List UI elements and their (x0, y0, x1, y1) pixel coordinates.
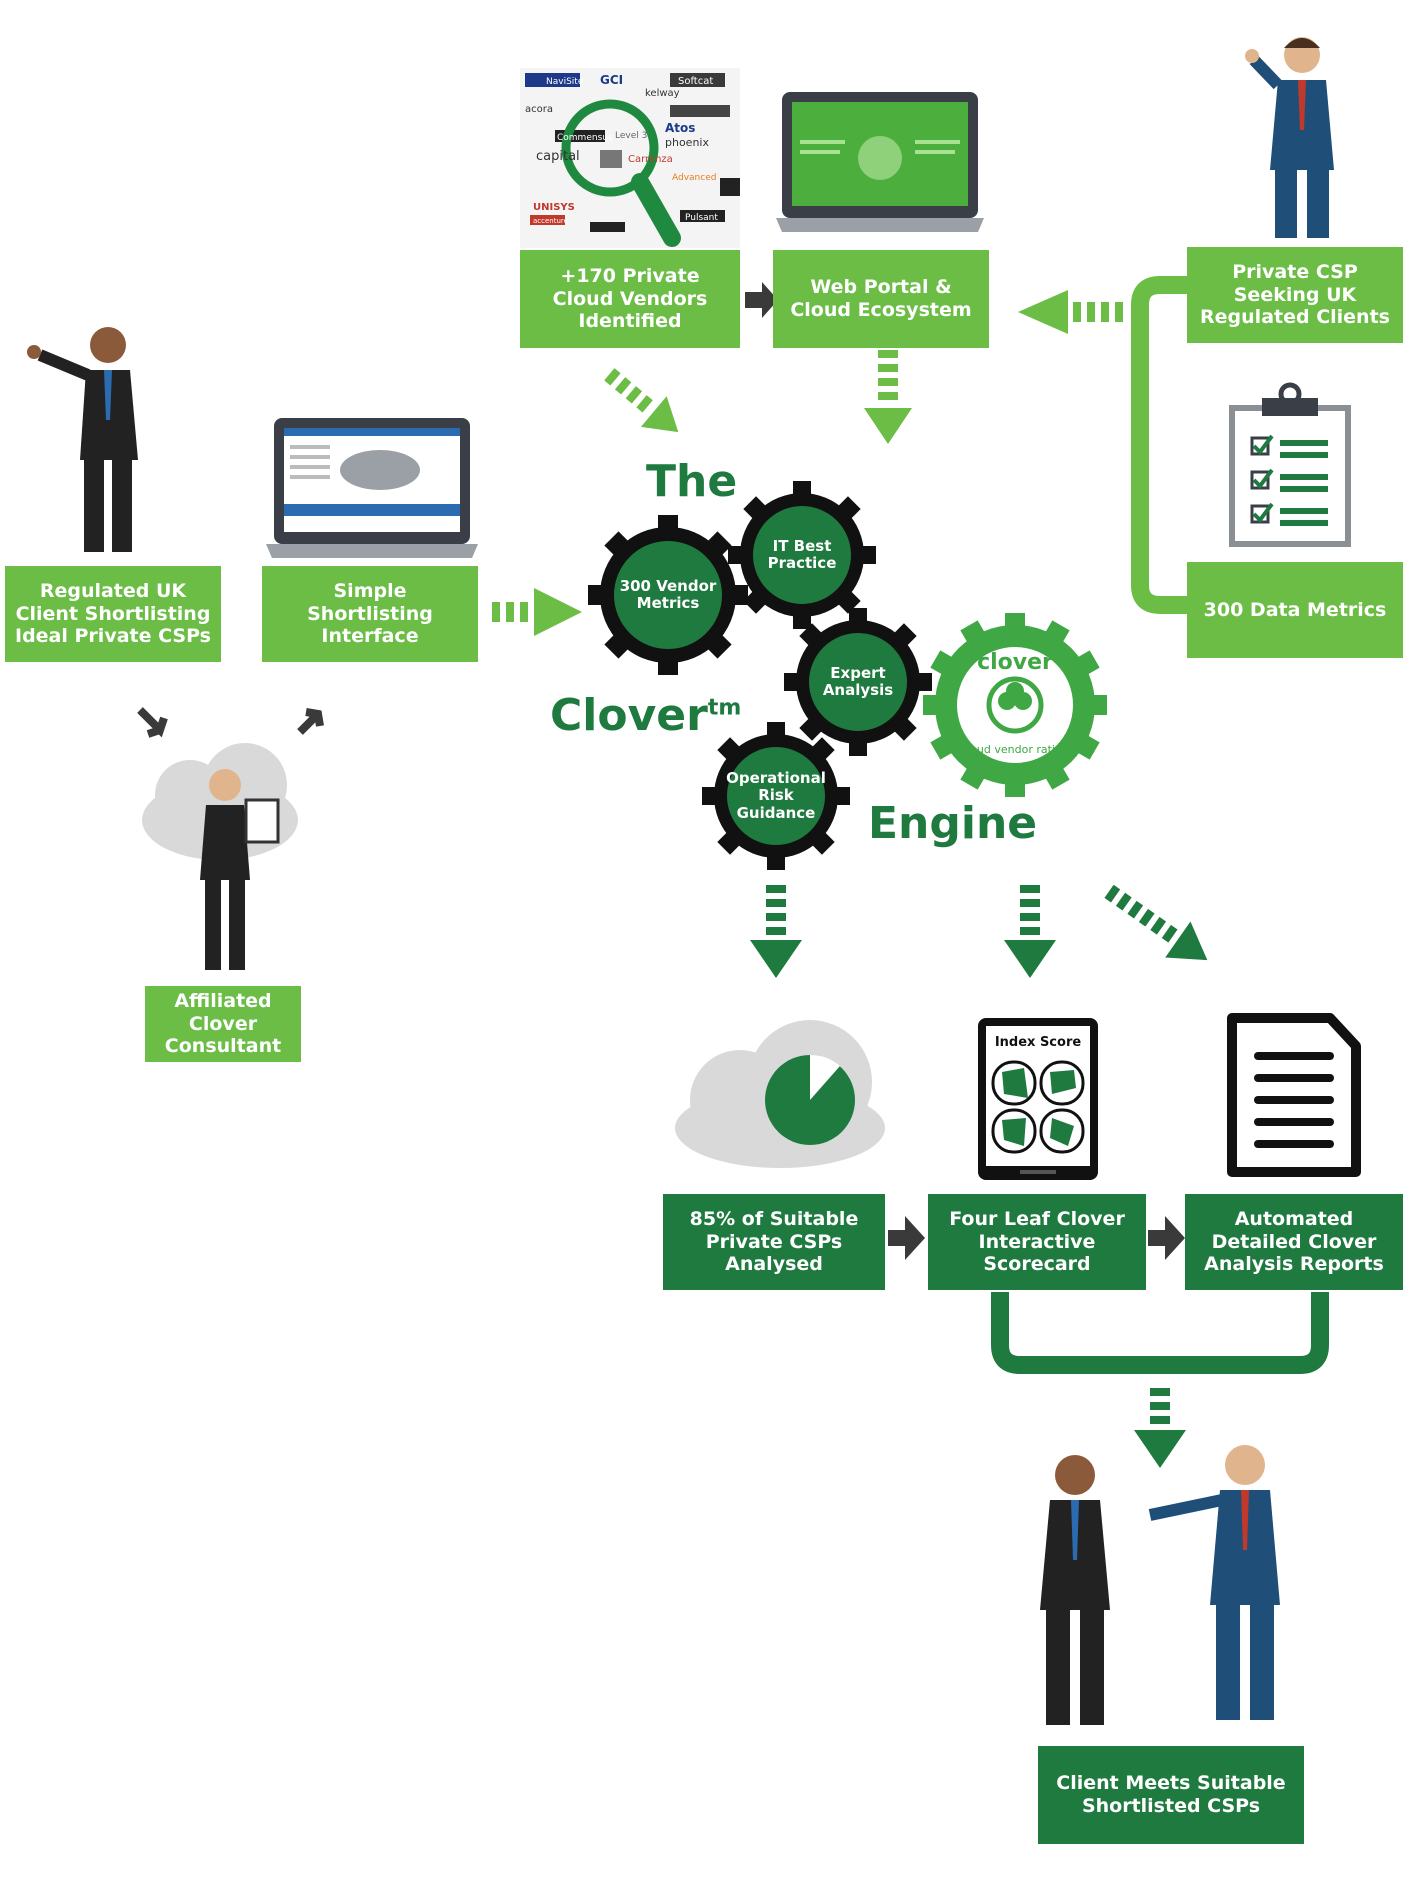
engine-title-tm: tm (707, 695, 742, 721)
arrow-consultant-to-interface (297, 708, 324, 735)
shortlisting-laptop-icon (266, 418, 478, 558)
node-vendors-identified-label: +170 Private Cloud Vendors Identified (552, 264, 708, 333)
gear-operational-risk-icon (702, 722, 850, 870)
node-private-csp: Private CSP Seeking UK Regulated Clients (1187, 247, 1403, 343)
node-client-meets: Client Meets Suitable Shortlisted CSPs (1038, 1746, 1304, 1844)
outputs-bracket (991, 1292, 1329, 1374)
arrow-vendors-to-engine (604, 368, 679, 433)
arrow-client-to-consultant (137, 707, 168, 738)
node-consultant: Affiliated Clover Consultant (145, 986, 301, 1062)
gear-expert-analysis-label: Expert Analysis (822, 663, 894, 699)
logo-advanced: Advanced (672, 173, 716, 183)
logo-commensus: Commensus (557, 133, 613, 143)
logo-atos: Atos (665, 121, 695, 135)
arrow-vendors-to-portal (745, 282, 778, 318)
web-portal-laptop-icon (776, 92, 984, 232)
logo-level3: Level 3 (615, 131, 647, 141)
arrow-analysed-to-scorecard (888, 1216, 925, 1260)
node-regulated-client: Regulated UK Client Shortlisting Ideal P… (5, 566, 221, 662)
logo-phoenix: phoenix (665, 136, 709, 149)
node-consultant-label: Affiliated Clover Consultant (164, 989, 282, 1058)
node-reports-label: Automated Detailed Clover Analysis Repor… (1204, 1207, 1384, 1276)
arrow-csp-to-portal (1018, 290, 1123, 334)
tablet-title: Index Score (995, 1035, 1082, 1050)
clipboard-checklist-icon (1229, 382, 1351, 547)
gear-expert-analysis-icon (784, 608, 932, 756)
node-shortlisting-interface-label: Simple Shortlisting Interface (307, 579, 433, 648)
node-analysed: 85% of Suitable Private CSPs Analysed (663, 1194, 885, 1290)
node-web-portal-label: Web Portal & Cloud Ecosystem (790, 276, 972, 321)
engine-title-clover-word: Clover (550, 690, 708, 741)
arrow-scorecard-to-reports (1148, 1216, 1185, 1260)
node-regulated-client-label: Regulated UK Client Shortlisting Ideal P… (15, 579, 211, 648)
node-scorecard: Four Leaf Clover Interactive Scorecard (928, 1194, 1146, 1290)
vendor-logos-collage (520, 68, 740, 248)
gear-operational-risk-label: Operational Risk Guidance (726, 769, 826, 822)
node-shortlisting-interface: Simple Shortlisting Interface (262, 566, 478, 662)
gear-it-best-practice-label: IT Best Practice (767, 536, 837, 572)
csp-metrics-bracket (1131, 276, 1190, 614)
logo-pulsant: Pulsant (685, 213, 718, 223)
client-meets-csp-figures (1040, 1445, 1280, 1725)
node-data-metrics-label: 300 Data Metrics (1203, 598, 1387, 621)
consultant-cloud-figure (142, 743, 298, 970)
logo-softcat: Softcat (678, 76, 713, 87)
logo-accenture: accenture (533, 217, 568, 225)
csp-representative-figure (1245, 37, 1334, 238)
arrow-engine-to-analysed (750, 885, 802, 978)
logo-kelway: kelway (645, 88, 680, 99)
arrow-engine-to-reports (1104, 884, 1208, 961)
logo-carrenza: Carrenza (628, 154, 673, 165)
node-reports: Automated Detailed Clover Analysis Repor… (1185, 1194, 1403, 1290)
node-private-csp-label: Private CSP Seeking UK Regulated Clients (1200, 260, 1390, 329)
tablet-scorecard-icon: Index Score (978, 1018, 1098, 1180)
logo-navisite: NaviSite (546, 77, 584, 87)
node-scorecard-label: Four Leaf Clover Interactive Scorecard (949, 1207, 1125, 1276)
node-vendors-identified: +170 Private Cloud Vendors Identified (520, 250, 740, 348)
node-web-portal: Web Portal & Cloud Ecosystem (773, 250, 989, 348)
engine-title-clover: Clovertm (550, 690, 741, 741)
node-analysed-label: 85% of Suitable Private CSPs Analysed (689, 1207, 859, 1276)
engine-title-engine: Engine (868, 798, 1038, 849)
cloud-pie-icon (675, 1020, 885, 1168)
arrow-outputs-to-client (1134, 1388, 1186, 1468)
seal-tagline: cloud vendor rating (961, 743, 1069, 756)
seal-brand: clover (977, 650, 1053, 675)
logo-unisys: UNISYS (533, 202, 575, 213)
engine-title-the: The (646, 456, 738, 507)
gear-vendor-metrics-icon (588, 515, 748, 675)
document-report-icon (1227, 1013, 1361, 1177)
node-client-meets-label: Client Meets Suitable Shortlisted CSPs (1056, 1772, 1286, 1817)
clover-cloud-vendor-rating-seal: clover cloud vendor rating (923, 613, 1107, 797)
logo-capital: capital (536, 149, 580, 164)
node-data-metrics: 300 Data Metrics (1187, 562, 1403, 658)
arrow-portal-to-engine (864, 350, 912, 444)
arrow-engine-to-scorecard (1004, 885, 1056, 978)
logo-acora: acora (525, 104, 553, 115)
logo-gci: GCI (600, 73, 623, 87)
arrow-interface-to-engine (492, 588, 582, 636)
regulated-client-figure (27, 327, 138, 552)
gear-vendor-metrics-label: 300 Vendor Metrics (619, 576, 717, 612)
gear-it-best-practice-icon (728, 481, 876, 629)
